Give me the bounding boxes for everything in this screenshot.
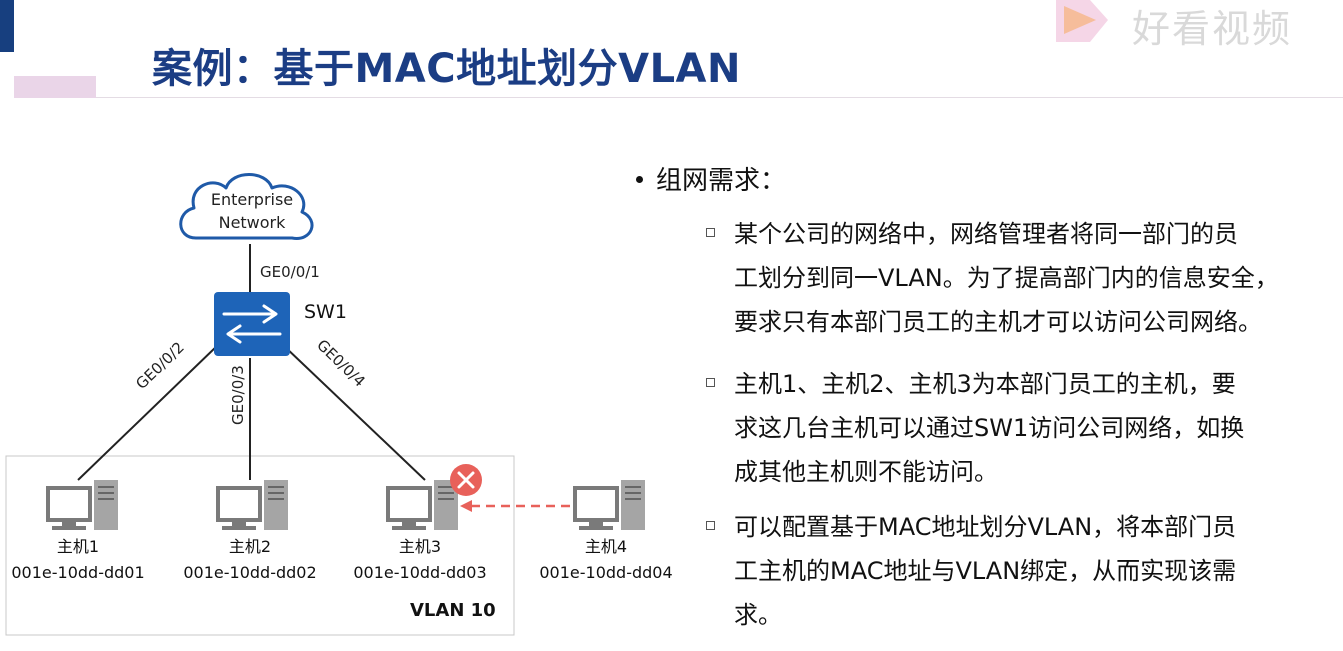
- deny-x-icon: [450, 464, 482, 496]
- requirement-line: 主机1、主机2、主机3为本部门员工的主机，要: [734, 370, 1236, 398]
- host2-computer-icon: [216, 480, 288, 530]
- switch-icon: [214, 292, 290, 356]
- requirement-line: 工划分到同一VLAN。为了提高部门内的信息安全，: [734, 264, 1279, 292]
- host3-mac: 001e-10dd-dd03: [353, 563, 486, 582]
- host3-name: 主机3: [399, 537, 441, 556]
- enterprise-network-cloud-icon: [179, 173, 314, 240]
- requirement-line: 求这几台主机可以通过SW1访问公司网络，如换: [734, 414, 1245, 442]
- host1-computer-icon: [46, 480, 118, 530]
- header-decoration: [14, 76, 96, 98]
- switch-label: SW1: [304, 301, 347, 323]
- requirement-item: 主机1、主机2、主机3为本部门员工的主机，要 求这几台主机可以通过SW1访问公司…: [706, 362, 1324, 494]
- host1-name: 主机1: [57, 537, 99, 556]
- watermark: 好看视频: [1050, 0, 1343, 51]
- square-bullet: [706, 378, 715, 387]
- cloud-label-line1: Enterprise: [211, 190, 293, 209]
- requirement-line: 成其他主机则不能访问。: [734, 458, 998, 486]
- square-bullet: [706, 521, 715, 530]
- requirements-heading: 组网需求：: [656, 166, 787, 196]
- haokan-video-logo-icon: [1056, 0, 1108, 42]
- requirement-line: 某个公司的网络中，网络管理者将同一部门的员: [734, 220, 1238, 248]
- host4-mac: 001e-10dd-dd04: [539, 563, 672, 582]
- arrowhead-icon: [460, 500, 472, 512]
- requirement-line: 可以配置基于MAC地址划分VLAN，将本部门员: [734, 513, 1237, 541]
- port-label-uplink: GE0/0/1: [260, 263, 320, 281]
- vlan-group-box: [5, 455, 515, 636]
- vlan-label: VLAN 10: [410, 600, 496, 621]
- port-label-ge002: GE0/0/2: [132, 338, 188, 393]
- square-bullet: [706, 228, 715, 237]
- host4-name: 主机4: [585, 537, 627, 556]
- link-host3: [282, 344, 426, 481]
- cloud-label-line2: Network: [219, 213, 287, 232]
- port-label-ge003: GE0/0/3: [229, 365, 247, 425]
- host2-mac: 001e-10dd-dd02: [183, 563, 316, 582]
- requirement-item: 某个公司的网络中，网络管理者将同一部门的员 工划分到同一VLAN。为了提高部门内…: [706, 212, 1324, 344]
- bullet-dot: [636, 176, 643, 183]
- host3-computer-icon: [386, 480, 458, 530]
- requirement-line: 要求只有本部门员工的主机才可以访问公司网络。: [734, 308, 1262, 336]
- page-title: 案例：基于MAC地址划分VLAN: [152, 46, 741, 92]
- host1-mac: 001e-10dd-dd01: [11, 563, 144, 582]
- watermark-text: 好看视频: [1132, 7, 1293, 51]
- requirement-line: 工主机的MAC地址与VLAN绑定，从而实现该需: [734, 557, 1237, 585]
- requirement-line: 求。: [734, 601, 782, 629]
- host4-computer-icon: [573, 480, 645, 530]
- requirement-item: 可以配置基于MAC地址划分VLAN，将本部门员 工主机的MAC地址与VLAN绑定…: [706, 505, 1324, 637]
- link-host1: [77, 344, 219, 481]
- title-divider: [96, 97, 1343, 98]
- header-accent-bar: [0, 0, 14, 52]
- host2-name: 主机2: [229, 537, 271, 556]
- network-topology-diagram: Enterprise Network GE0/0/1 SW1 GE0/0/2 G…: [5, 173, 673, 636]
